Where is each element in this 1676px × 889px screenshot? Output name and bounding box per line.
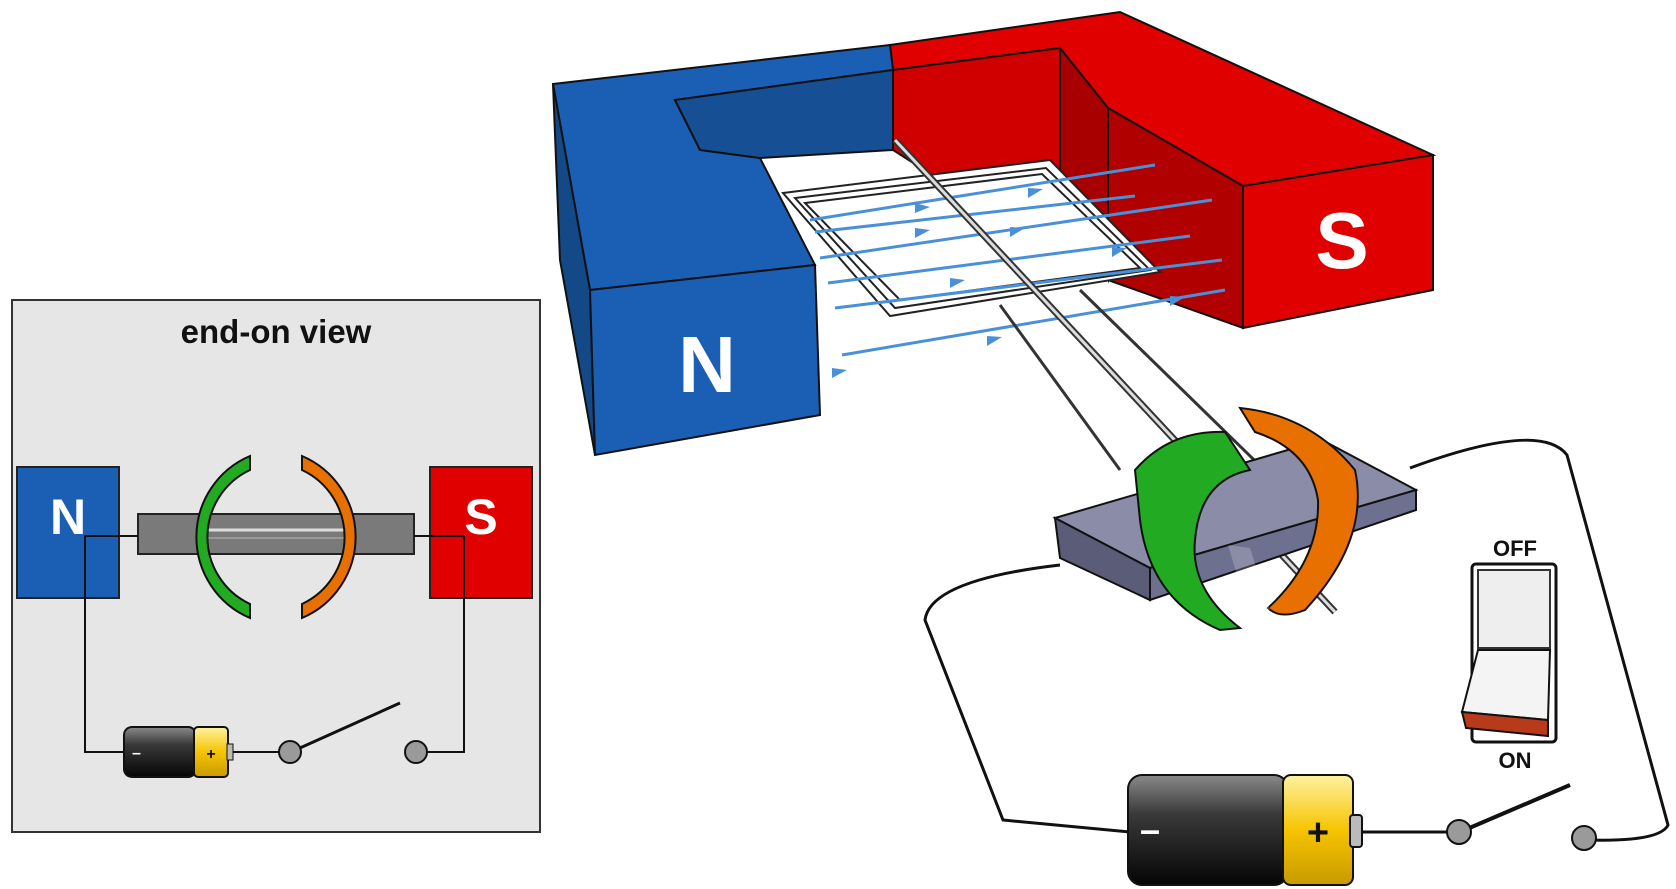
north-label: N xyxy=(678,320,736,409)
inset-battery-minus: – xyxy=(132,745,141,762)
inset-north-magnet xyxy=(16,466,120,599)
inset-commutator-right xyxy=(301,454,357,620)
inset-shaft xyxy=(137,513,415,555)
inset-battery: – + xyxy=(123,726,234,778)
switch-lever xyxy=(1459,783,1571,834)
end-on-view-panel: end-on view N S – + xyxy=(11,299,541,833)
switch-off-label: OFF xyxy=(1493,536,1537,561)
switch-on-label: ON xyxy=(1499,748,1532,773)
circuit-wire-right xyxy=(1409,438,1670,842)
inset-south-label: S xyxy=(464,489,497,545)
switch-contact-right xyxy=(1571,825,1597,851)
inset-switch-contact-left xyxy=(278,740,302,764)
inset-title: end-on view xyxy=(181,313,372,350)
commutator-right xyxy=(1238,406,1359,616)
field-arrowheads xyxy=(832,188,1185,378)
inset-switch-contact-right xyxy=(404,740,428,764)
circuit-wire-left xyxy=(923,563,1131,834)
commutator-left xyxy=(1133,430,1252,632)
battery-plus: + xyxy=(1307,812,1329,854)
switch-rocker[interactable] xyxy=(1460,649,1552,722)
inset-battery-plus: + xyxy=(206,746,215,763)
inset-wire-left xyxy=(84,535,138,753)
rocker-switch[interactable]: OFF ON xyxy=(1460,536,1558,773)
south-magnet-face xyxy=(1242,153,1434,330)
inset-south-magnet xyxy=(429,466,533,599)
north-magnet-face xyxy=(588,263,822,457)
main-battery: – + xyxy=(1127,774,1363,886)
main-motor: S N xyxy=(551,10,1670,886)
inset-wire-right xyxy=(414,535,465,753)
battery-minus: – xyxy=(1140,809,1160,850)
inset-north-label: N xyxy=(50,489,86,545)
inset-commutator-left xyxy=(195,454,251,620)
inset-switch-lever xyxy=(290,701,401,754)
switch-contact-left xyxy=(1446,819,1472,845)
south-label: S xyxy=(1315,196,1368,285)
